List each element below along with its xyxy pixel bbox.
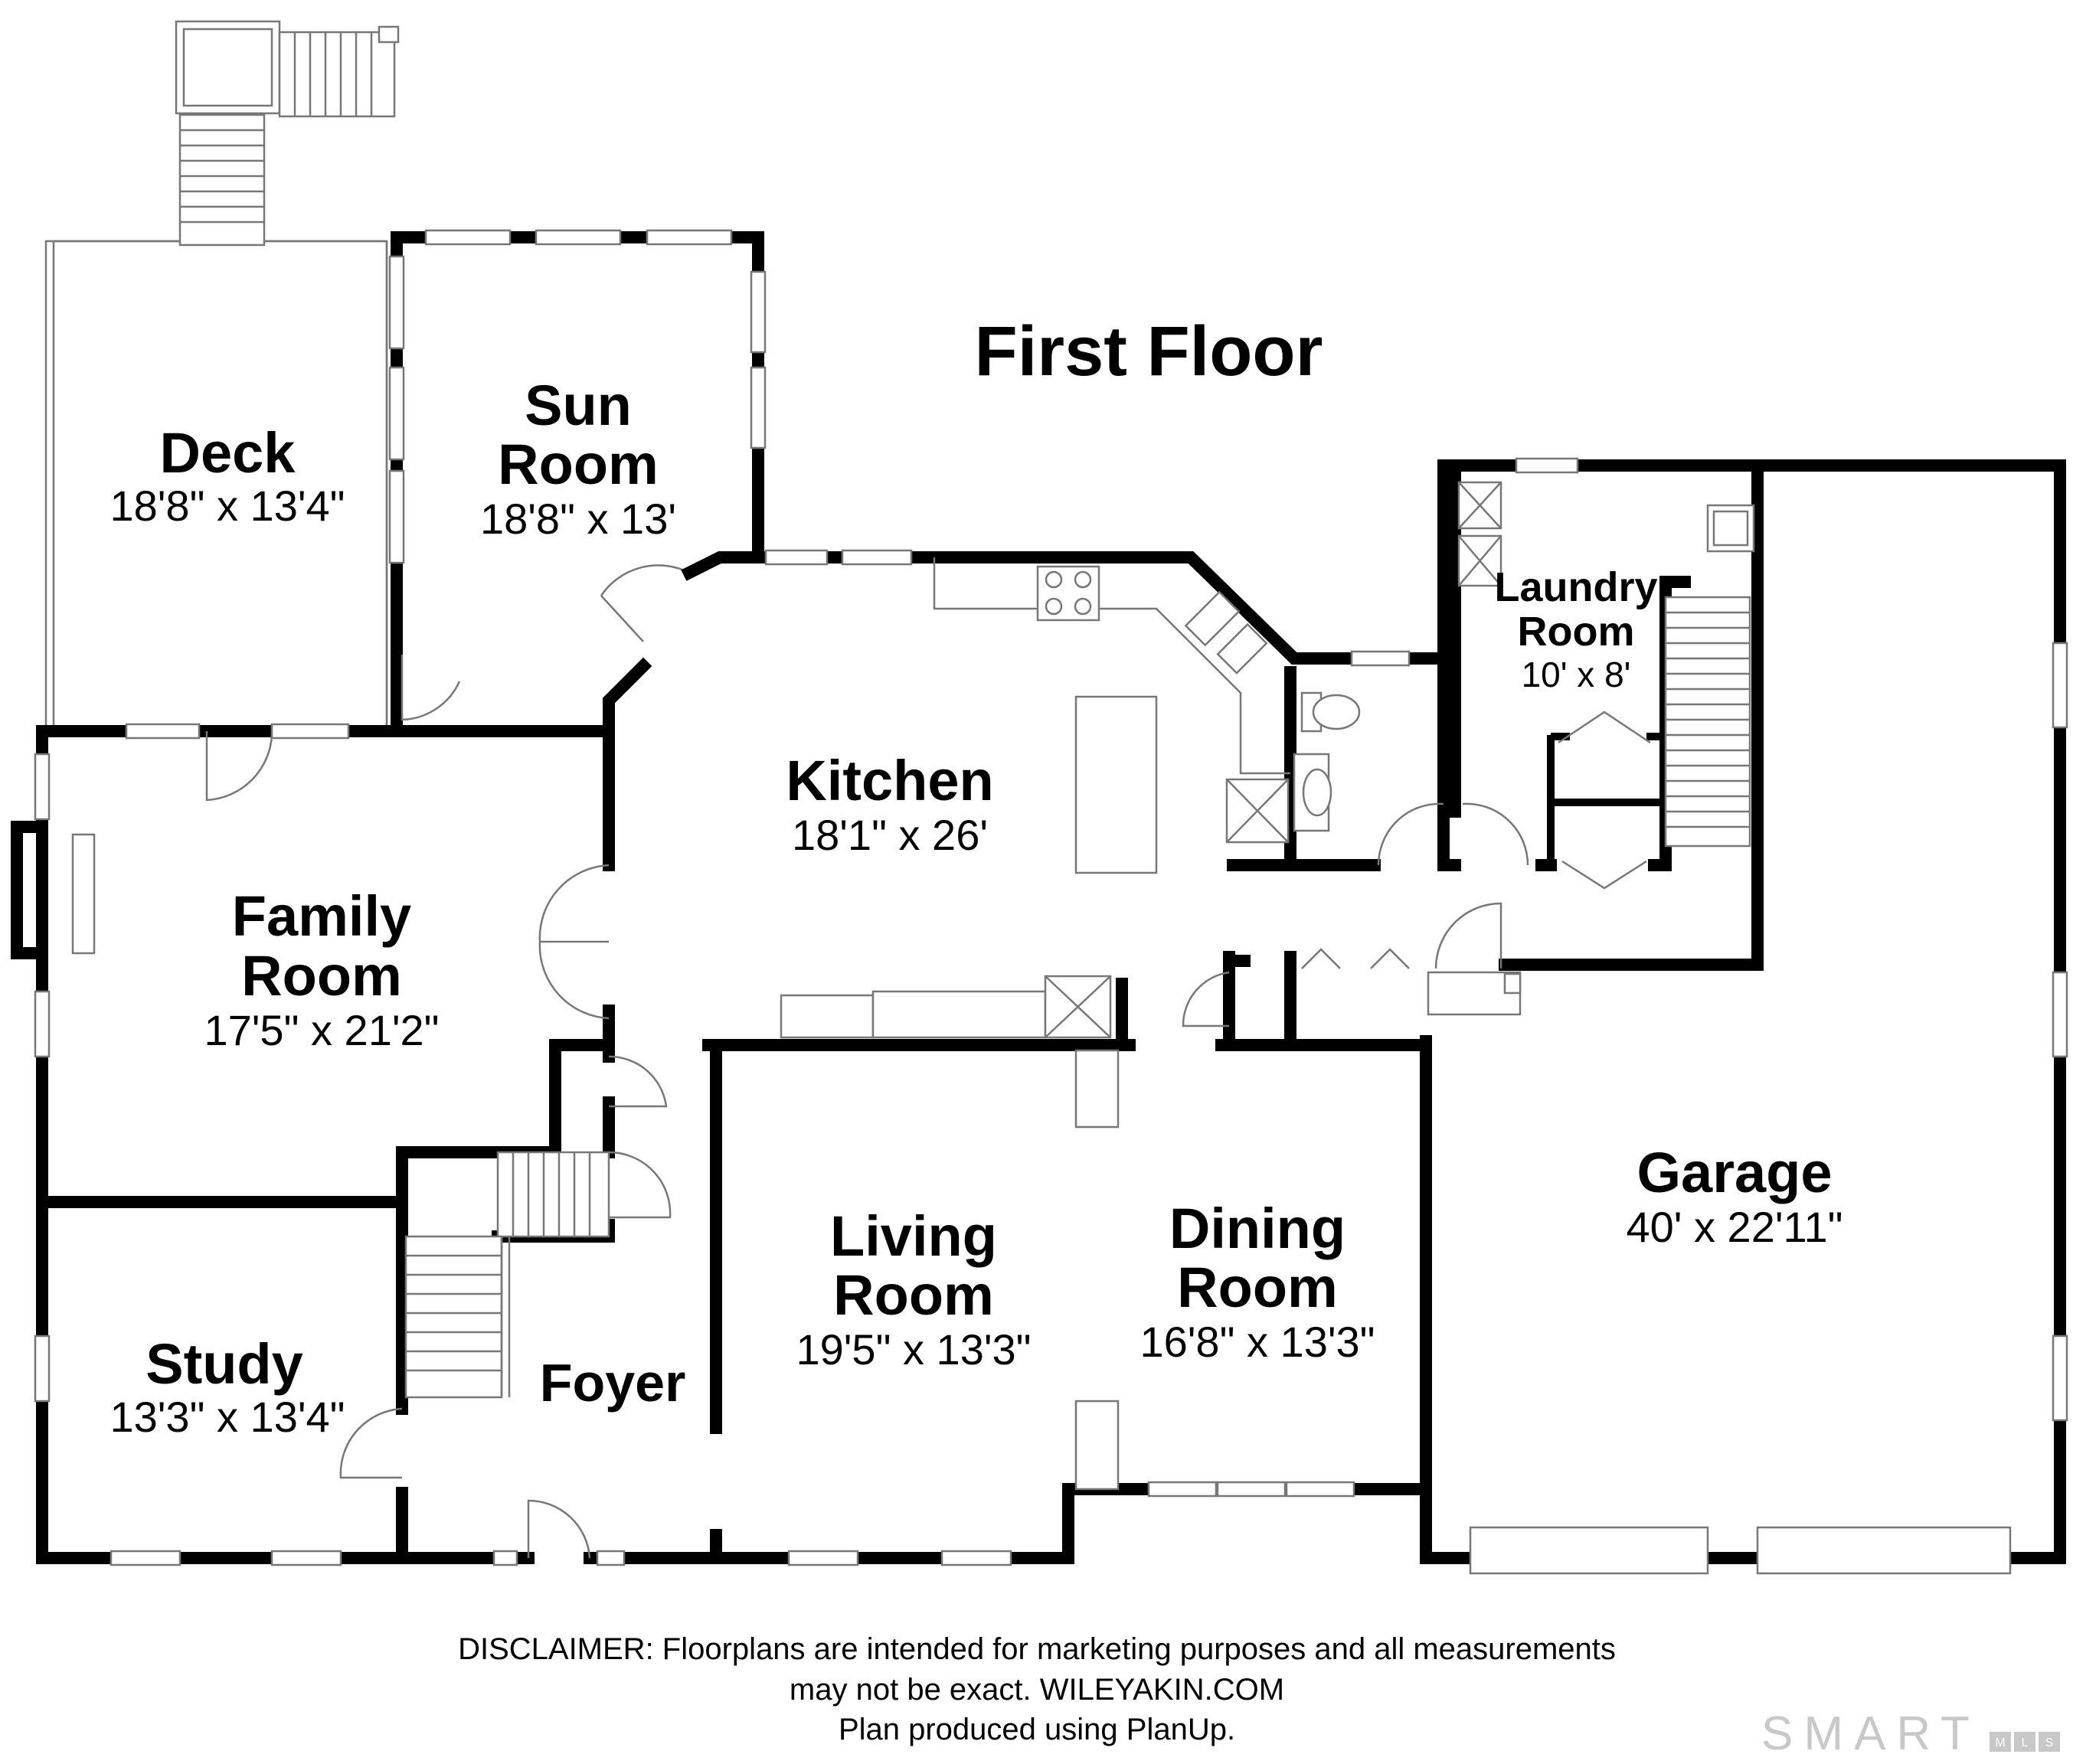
garage-stairs xyxy=(1664,596,1751,848)
room-dimensions: 18'8" x 13'4" xyxy=(110,482,345,530)
room-label-sun-room: Sun Room 18'8" x 13' xyxy=(480,374,676,543)
room-dimensions: 18'8" x 13' xyxy=(480,495,676,543)
disclaimer: DISCLAIMER: Floorplans are intended for … xyxy=(458,1632,1616,1746)
room-label-family-room: Family Room 17'5" x 21'2" xyxy=(204,884,439,1054)
logo-suffix-letter: M xyxy=(1995,1736,2005,1749)
logo-text: SMART xyxy=(1761,1707,1980,1760)
room-name: Kitchen xyxy=(786,749,993,812)
deck-area xyxy=(44,20,400,733)
laundry-door[interactable] xyxy=(1462,802,1529,866)
kitchen-island xyxy=(1074,695,1158,874)
room-name: Deck xyxy=(160,421,296,485)
room-dimensions: 40' x 22'11" xyxy=(1626,1203,1842,1251)
room-label-foyer: Foyer xyxy=(540,1353,686,1413)
room-label-deck: Deck 18'8" x 13'4" xyxy=(110,421,345,530)
room-name: Foyer xyxy=(540,1353,686,1413)
bath-door[interactable] xyxy=(1377,802,1444,866)
floor-title: First Floor xyxy=(975,312,1323,390)
coat-closet-bifold[interactable] xyxy=(1301,948,1410,969)
foyer-closet-door[interactable] xyxy=(608,1055,668,1108)
room-name: Room xyxy=(1518,609,1635,655)
family-deck-door[interactable] xyxy=(205,731,273,802)
room-name: Laundry xyxy=(1494,564,1657,610)
room-dimensions: 17'5" x 21'2" xyxy=(204,1006,439,1054)
powder-room-fixtures xyxy=(1293,691,1361,832)
front-door[interactable] xyxy=(527,1499,591,1559)
wall-oven xyxy=(1044,975,1112,1039)
room-name: Family xyxy=(232,884,411,948)
logo-suffix-letter: S xyxy=(2045,1736,2054,1749)
garage-doors[interactable] xyxy=(1469,1526,2012,1575)
room-label-living-room: Living Room 19'5" x 13'3" xyxy=(796,1204,1031,1374)
room-label-laundry-room: Laundry Room 10' x 8' xyxy=(1494,564,1657,694)
doors xyxy=(205,710,1651,1559)
room-label-garage: Garage 40' x 22'11" xyxy=(1626,1141,1842,1251)
disclaimer-line: DISCLAIMER: Floorplans are intended for … xyxy=(458,1632,1616,1666)
study-door[interactable] xyxy=(339,1407,403,1479)
room-name: Room xyxy=(1177,1256,1338,1319)
logo-suffix-letter: L xyxy=(2022,1736,2029,1749)
pantry-cabinet xyxy=(1225,778,1290,844)
room-label-kitchen: Kitchen 18'1" x 26' xyxy=(786,749,993,859)
room-name: Garage xyxy=(1636,1141,1832,1204)
garage-entry-door[interactable] xyxy=(1434,902,1502,969)
family-kitchen-double-door[interactable] xyxy=(538,864,610,1020)
foyer-staircase xyxy=(404,1151,610,1399)
room-name: Living xyxy=(830,1204,997,1268)
room-name: Room xyxy=(833,1263,994,1327)
room-dimensions: 16'8" x 13'3" xyxy=(1139,1318,1375,1366)
laundry-bifold-bottom[interactable] xyxy=(1561,860,1647,890)
room-dimensions: 18'1" x 26' xyxy=(792,811,988,859)
room-name: Study xyxy=(146,1332,303,1396)
deck-stairs xyxy=(178,25,400,247)
smart-mls-logo: SMART M L S xyxy=(1761,1707,2060,1760)
kitchen-fixtures xyxy=(71,557,1290,1491)
disclaimer-line: may not be exact. WILEYAKIN.COM xyxy=(790,1673,1284,1707)
room-name: Sun xyxy=(525,374,632,437)
room-dimensions: 10' x 8' xyxy=(1522,655,1631,694)
foyer-door[interactable] xyxy=(608,1151,672,1219)
hall-closet-door[interactable] xyxy=(1182,971,1230,1027)
room-name: Room xyxy=(241,944,402,1008)
laundry-fixtures xyxy=(1427,481,1755,1016)
room-dimensions: 13'3" x 13'4" xyxy=(110,1393,345,1441)
washer-dryer xyxy=(1457,481,1502,587)
kitchen-sun-door[interactable] xyxy=(600,564,690,642)
room-dimensions: 19'5" x 13'3" xyxy=(796,1325,1031,1374)
disclaimer-line: Plan produced using PlanUp. xyxy=(839,1713,1235,1746)
room-name: Room xyxy=(498,433,659,496)
bath-sink xyxy=(1302,768,1332,817)
kitchen-sink xyxy=(1184,590,1268,675)
windows xyxy=(34,457,2068,1566)
laundry-bifold-top[interactable] xyxy=(1558,710,1651,744)
toilet xyxy=(1312,694,1361,730)
sun-room-door[interactable] xyxy=(401,655,461,721)
room-name: Dining xyxy=(1169,1197,1345,1260)
sun-room-walls xyxy=(388,229,767,728)
room-label-dining-room: Dining Room 16'8" x 13'3" xyxy=(1139,1197,1375,1366)
room-label-study: Study 13'3" x 13'4" xyxy=(110,1332,345,1441)
